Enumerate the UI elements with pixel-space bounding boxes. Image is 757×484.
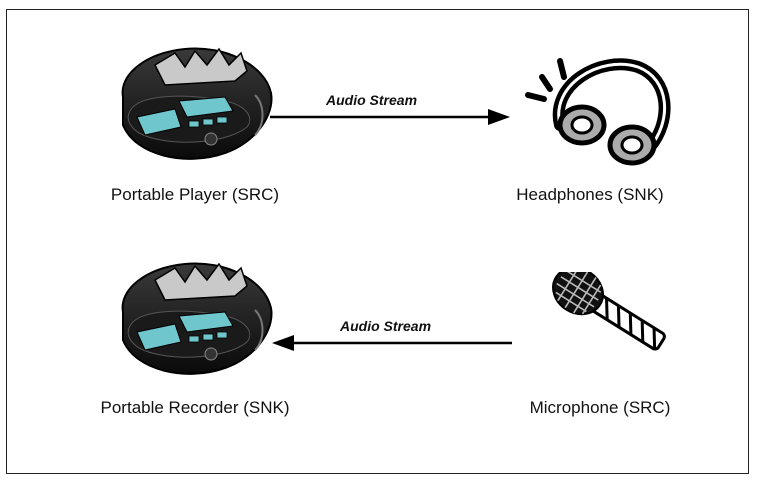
microphone-label: Microphone (SRC) — [529, 398, 671, 417]
headphones-icon — [520, 55, 675, 175]
portable-recorder-icon — [115, 250, 275, 385]
headphones-label: Headphones (SNK) — [516, 185, 664, 204]
portable-player-label: Portable Player (SRC) — [110, 185, 280, 204]
microphone-icon — [540, 272, 680, 372]
arrow-left-icon — [270, 334, 515, 352]
portable-recorder-label: Portable Recorder (SNK) — [100, 398, 290, 417]
portable-player-icon — [115, 35, 275, 170]
arrow-right-icon — [268, 108, 513, 126]
bottom-arrow-label: Audio Stream — [340, 318, 432, 334]
top-arrow-label: Audio Stream — [326, 92, 418, 108]
